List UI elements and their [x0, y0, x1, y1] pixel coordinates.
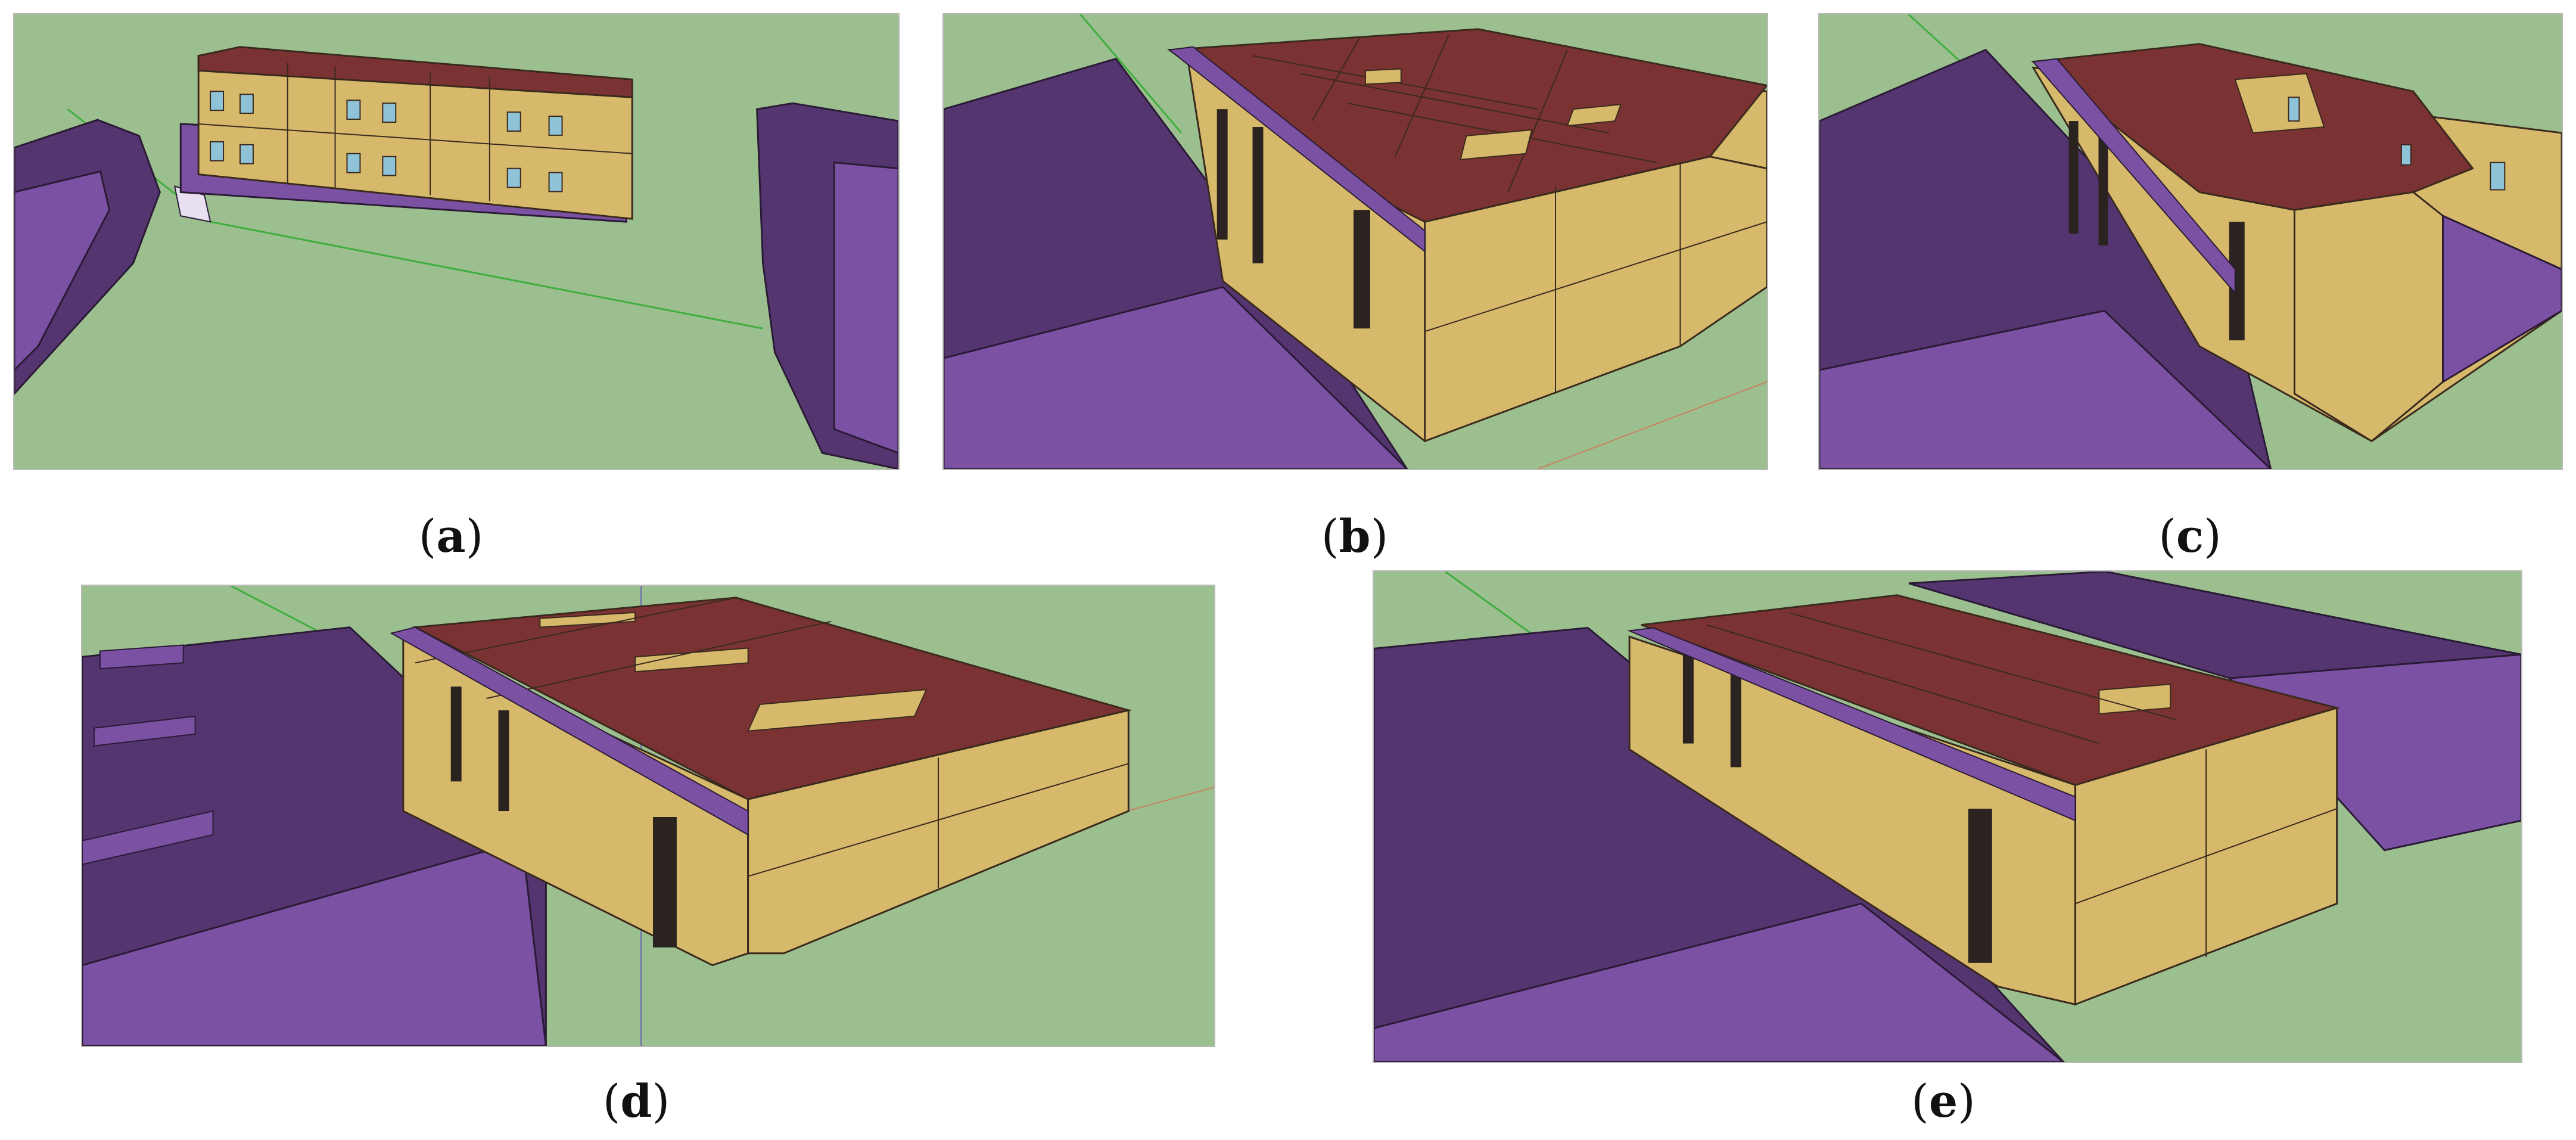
neighbor-facade-right: [833, 161, 898, 454]
panel-d-render: [82, 586, 1214, 1046]
caption-b: (b): [1321, 510, 1389, 563]
panel-c-render: [1819, 14, 2562, 469]
neighbor-facade: [1819, 309, 2272, 469]
panel-e-model-view: [1373, 570, 2522, 1063]
neighbor-facade-left: [14, 170, 111, 371]
window-row-upper: [210, 91, 563, 136]
roof-overhang: [1627, 627, 2076, 822]
axis-red-line: [1537, 381, 1767, 469]
panel-a-model-view: [13, 13, 900, 470]
caption-e: (e): [1911, 1074, 1975, 1127]
roof-courtyard: [2234, 73, 2325, 134]
neighbor-roof-features: [82, 644, 214, 865]
roof-courtyards: [539, 611, 928, 732]
balcony-openings: [1682, 654, 1992, 963]
axis-green-line: [210, 220, 763, 330]
facade-divisions: [1424, 162, 1767, 394]
panel-c-model-view: [1818, 13, 2563, 470]
roof-overhang: [390, 626, 749, 836]
neighbor-wall-right: [2442, 214, 2562, 384]
window-row-lower: [210, 141, 563, 192]
panel-b-render: [944, 14, 1767, 469]
roof-courtyard: [2098, 683, 2171, 715]
building-roof: [197, 46, 633, 98]
neighbor-facade: [944, 285, 1408, 469]
neighbor-facade: [82, 839, 547, 1046]
roof-overhang: [2031, 58, 2236, 295]
panel-e-render: [1374, 571, 2521, 1062]
panel-b-model-view: [942, 13, 1768, 470]
balcony-openings: [450, 687, 677, 948]
facade-divisions: [1706, 612, 2337, 957]
balcony-openings: [1217, 109, 1370, 329]
panel-d-model-view: [81, 585, 1215, 1047]
roof-courtyards: [1364, 68, 1622, 160]
facade-divisions: [198, 63, 633, 201]
neighbor-facade: [1374, 902, 2065, 1062]
roof-overhang: [1168, 46, 1426, 253]
facade-divisions: [415, 597, 1129, 889]
building-end-facade: [1424, 156, 1767, 443]
panel-a-render: [14, 46, 898, 469]
caption-a: (a): [418, 510, 484, 563]
window-group: [2288, 97, 2506, 191]
caption-c: (c): [2158, 510, 2222, 563]
axis-green-line: [1079, 14, 1182, 133]
caption-d: (d): [602, 1074, 670, 1127]
